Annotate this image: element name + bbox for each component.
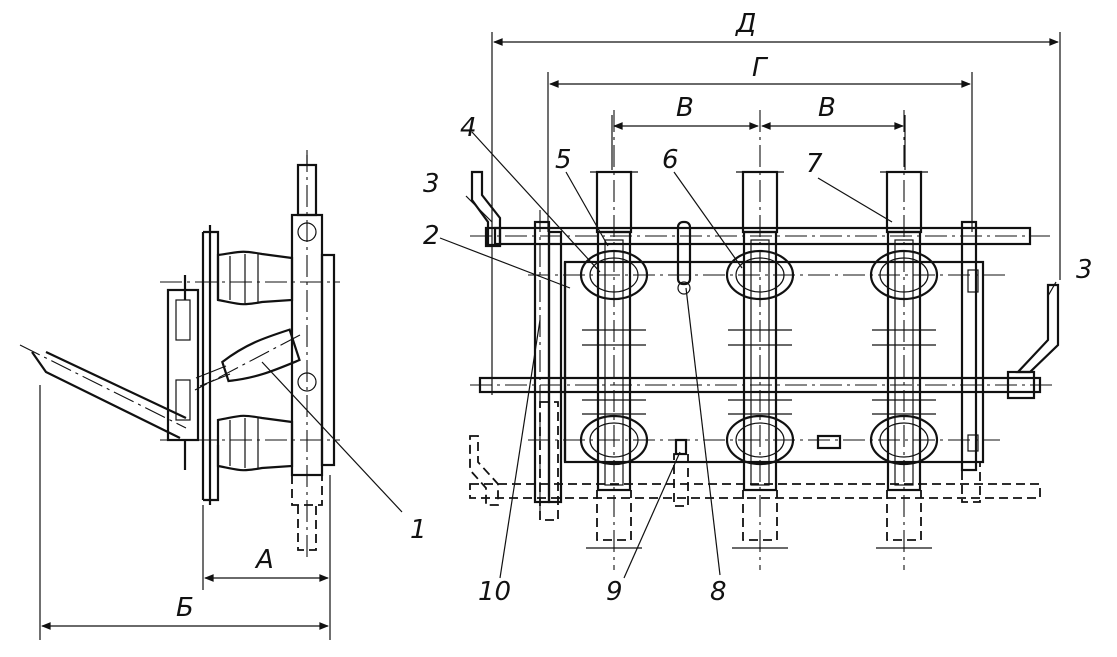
dimension-g: Г bbox=[752, 53, 769, 83]
callout-3-right: 3 bbox=[1076, 255, 1093, 285]
pole-2 bbox=[725, 110, 795, 570]
dimension-b: Б bbox=[176, 593, 194, 623]
callout-7: 7 bbox=[806, 149, 823, 179]
callout-3-left: 3 bbox=[423, 169, 440, 199]
dimension-v-left: В bbox=[676, 93, 694, 123]
pole-1 bbox=[579, 110, 649, 570]
dimension-d: Д bbox=[735, 9, 756, 39]
dimension-a: А bbox=[254, 545, 274, 575]
callout-2: 2 bbox=[423, 221, 440, 251]
callout-6: 6 bbox=[662, 145, 679, 175]
callout-4: 4 bbox=[460, 113, 477, 143]
callout-8: 8 bbox=[710, 577, 727, 607]
front-view bbox=[439, 32, 1061, 579]
pole-3 bbox=[869, 110, 939, 570]
callout-9: 9 bbox=[606, 577, 623, 607]
dimension-v-right: В bbox=[818, 93, 836, 123]
callout-1: 1 bbox=[410, 515, 427, 545]
callout-5: 5 bbox=[555, 145, 572, 175]
callout-10: 10 bbox=[478, 577, 511, 607]
side-view bbox=[19, 150, 403, 640]
